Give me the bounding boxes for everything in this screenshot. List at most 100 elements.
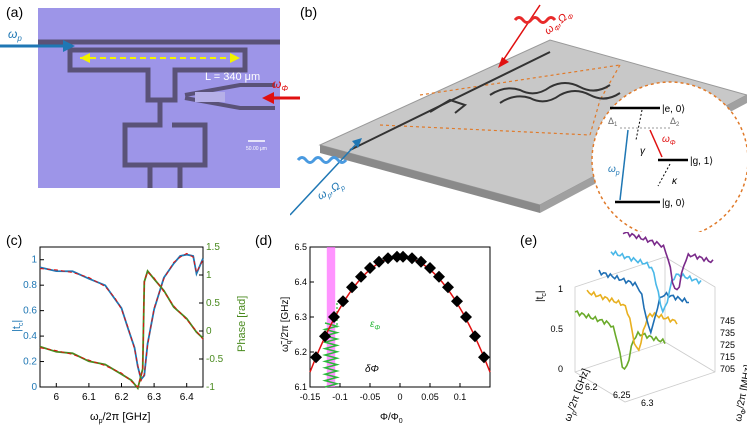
z-tick-label: 725 xyxy=(720,340,735,350)
data-point xyxy=(433,270,445,283)
series-fit-1 xyxy=(39,271,204,388)
y-tick-label: 1 xyxy=(558,284,563,294)
flux-modulation-wave xyxy=(322,322,340,388)
y-tick-label: 6.3 xyxy=(294,312,307,322)
chip-circuit xyxy=(349,51,621,151)
panel-a-micrograph: L = 340 μm ωp ωΦ 50.00 μm xyxy=(0,8,300,188)
x-tick-label: 6.4 xyxy=(180,392,194,403)
kappa-decay-arrow xyxy=(657,163,671,187)
data-point xyxy=(460,311,472,323)
data-point xyxy=(469,330,481,343)
y-tick-label: 0 xyxy=(558,364,563,374)
level-diagram-circle xyxy=(591,81,747,232)
y-left-tick-label: 0.2 xyxy=(23,357,37,368)
scalebar-label: 50.00 μm xyxy=(246,146,267,152)
y-right-tick-label: 1 xyxy=(206,270,212,281)
omega-phi-arrowhead xyxy=(262,92,274,104)
x-tick-label: 6 xyxy=(54,392,60,403)
chart-d-points xyxy=(310,250,490,364)
panel-label-d: (d) xyxy=(255,232,273,248)
chart-e-xlabel: ωp/2π [GHz] xyxy=(562,367,593,424)
chart-c-ylabel-left: |tc| xyxy=(11,320,25,332)
y-right-tick-label: 1.5 xyxy=(206,242,220,253)
data-point xyxy=(373,255,385,268)
x-tick-label: 0.1 xyxy=(454,392,467,402)
y-right-tick-label: -1 xyxy=(206,382,215,393)
y-tick-label: 0.5 xyxy=(550,324,563,334)
x-tick-label: -0.1 xyxy=(332,392,348,402)
data-point xyxy=(346,281,358,294)
chart-c-y-right-ticks: -1-0.500.511.5 xyxy=(199,242,224,393)
series-trace-725 xyxy=(598,269,689,336)
panel-label-a: (a) xyxy=(6,4,24,20)
top-pulse-arrowhead xyxy=(498,57,509,68)
zoom-region-box xyxy=(379,64,621,136)
y-tick-label: 6.5 xyxy=(294,242,307,252)
y-right-tick-label: -0.5 xyxy=(206,354,224,365)
x-tick-label: 6.1 xyxy=(82,392,96,403)
chart-e-series xyxy=(574,232,714,371)
z-tick-label: 715 xyxy=(720,352,735,362)
z-tick-label: 745 xyxy=(720,316,735,326)
length-arrow-left xyxy=(80,53,90,63)
y-tick-label: 6.4 xyxy=(294,277,307,287)
top-pulse-wave xyxy=(513,16,557,24)
y-tick-label: 6.2 xyxy=(294,347,307,357)
data-point xyxy=(415,255,427,268)
x-tick-label: 6.3 xyxy=(641,398,654,408)
top-pulse-arrow xyxy=(499,4,541,66)
omega-phi-label: ωΦ xyxy=(272,77,288,93)
data-point xyxy=(451,295,463,308)
flux-line-pad xyxy=(195,92,225,102)
level-g0-label: |g, 0⟩ xyxy=(662,198,685,209)
chart-d-ylabel: ω̃q/2π [GHz] xyxy=(280,296,293,352)
omega-p-arrowhead xyxy=(63,40,75,52)
chart-d-y-ticks: 6.16.26.36.46.5 xyxy=(294,242,314,392)
delta1-label: Δ1 xyxy=(608,116,618,128)
length-arrow-right xyxy=(230,53,240,63)
chart-c-ylabel-right: Phase [rad] xyxy=(236,296,248,352)
chart-c-y-left-ticks: 00.20.40.60.81 xyxy=(23,255,44,393)
x-tick-label: 0.05 xyxy=(421,392,439,402)
x-tick-label: -0.15 xyxy=(300,392,321,402)
x-tick-label: 0 xyxy=(397,392,402,402)
x-tick-label: 6.2 xyxy=(585,382,598,392)
data-point xyxy=(442,281,454,294)
chart-e-zlabel: ωΦ/2π [MHz] xyxy=(733,364,747,423)
series-fit-0 xyxy=(39,252,204,383)
bottom-pulse-arrowhead xyxy=(352,138,362,148)
chart-d-eps-annotation: εΦ xyxy=(370,319,380,332)
x-tick-label: 6.25 xyxy=(613,390,631,400)
length-label: L = 340 μm xyxy=(205,71,260,83)
data-point xyxy=(337,295,349,308)
y-left-tick-label: 1 xyxy=(31,255,37,266)
data-point xyxy=(328,311,340,323)
chart-e-box xyxy=(574,256,716,403)
panel-label-b: (b) xyxy=(300,4,318,20)
y-left-tick-label: 0 xyxy=(31,382,37,393)
omega-p-transition-arrow xyxy=(619,129,629,201)
panel-b-device-schematic: ωp,Ωp ωΦ,ΩΦ |e, 0⟩ |g, 1⟩ |g, 0⟩ Δ1 Δ2 ω… xyxy=(290,4,747,232)
x-tick-label: -0.05 xyxy=(360,392,381,402)
data-point xyxy=(364,262,376,274)
top-pulse-label: ωΦ,ΩΦ xyxy=(542,8,575,39)
y-left-tick-label: 0.4 xyxy=(23,331,37,342)
y-right-tick-label: 0.5 xyxy=(206,298,220,309)
panel-label-e: (e) xyxy=(520,232,538,248)
data-point xyxy=(478,351,490,364)
omega-p-label: ωp xyxy=(8,27,22,43)
data-point xyxy=(355,270,367,283)
gamma-label: γ xyxy=(640,146,646,157)
chart-d-xlabel: Φ/Φ0 xyxy=(380,412,403,425)
level-e0-label: |e, 0⟩ xyxy=(662,104,685,115)
data-point xyxy=(310,351,322,364)
chip-circuit-traces xyxy=(38,39,280,188)
bottom-pulse-arrow xyxy=(290,139,361,216)
delta2-label: Δ2 xyxy=(670,116,680,128)
omega-phi-transition-arrow xyxy=(649,129,663,158)
z-tick-label: 705 xyxy=(720,364,735,374)
